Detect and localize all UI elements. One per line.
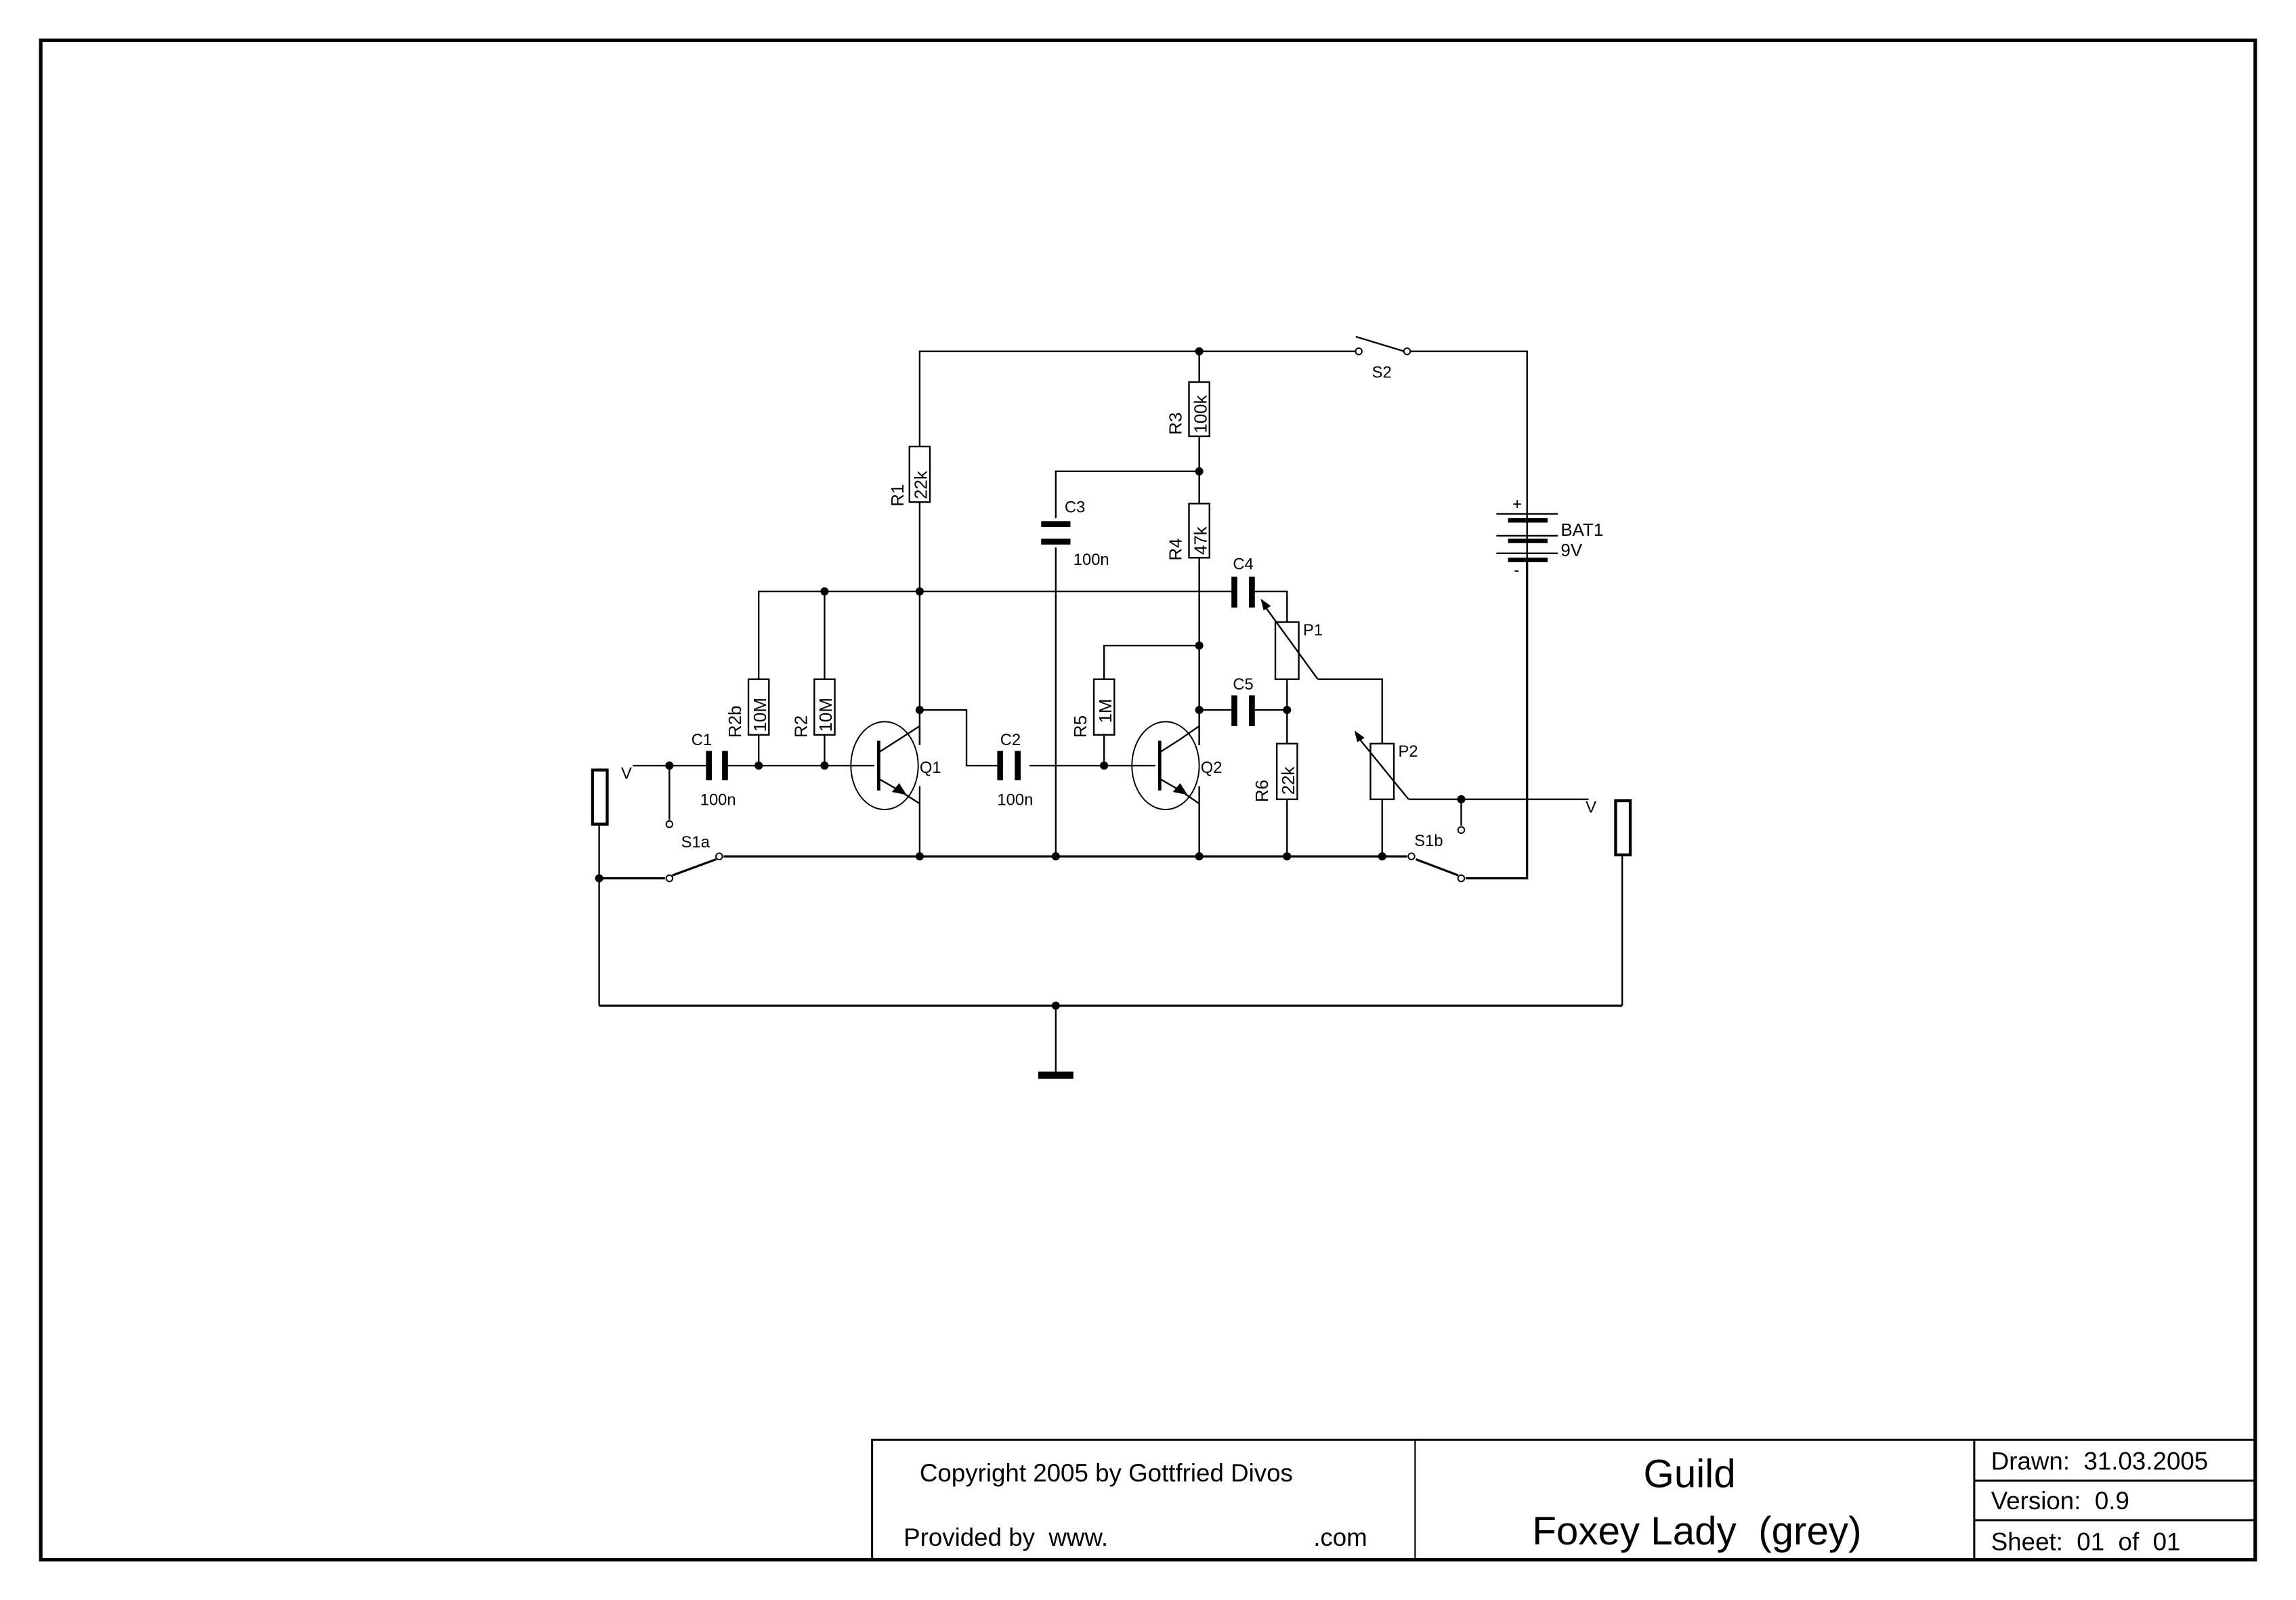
capacitor-c4[interactable]: C4 xyxy=(1231,555,1255,608)
r5-ref: R5 xyxy=(1071,715,1090,738)
c2-value: 100n xyxy=(997,791,1033,809)
input-jack[interactable]: V xyxy=(591,765,632,826)
switch-s1a[interactable]: S1a xyxy=(665,820,723,883)
resistor-r5[interactable]: 1M R5 xyxy=(1071,678,1115,738)
r2b-ref: R2b xyxy=(726,706,745,738)
drawn-date: Drawn: 31.03.2005 xyxy=(1991,1448,2208,1475)
c4-ref: C4 xyxy=(1233,555,1253,574)
wires xyxy=(598,335,1623,1074)
junction-dots xyxy=(595,347,1466,1010)
battery-ref: BAT1 xyxy=(1560,521,1603,540)
resistor-r4[interactable]: 47k R4 xyxy=(1167,503,1211,561)
c1-ref: C1 xyxy=(692,731,712,749)
r2b-value: 10M xyxy=(751,698,770,732)
transistor-q1[interactable]: Q1 xyxy=(850,721,941,811)
provided-by-suffix: .com xyxy=(1313,1523,1367,1551)
battery-minus: - xyxy=(1514,561,1519,579)
title-block: Copyright 2005 by Gottfried Divos Provid… xyxy=(871,1438,2256,1561)
capacitor-c2[interactable]: C2 100n xyxy=(997,731,1033,809)
q1-ref: Q1 xyxy=(920,759,941,777)
title-line-2: Foxey Lady (grey) xyxy=(1532,1509,1861,1553)
switch-s2[interactable]: S2 xyxy=(1355,347,1411,382)
r1-ref: R1 xyxy=(889,484,908,507)
r2-value: 10M xyxy=(817,698,836,732)
s1b-ref: S1b xyxy=(1414,832,1443,850)
resistor-r3[interactable]: 100k R3 xyxy=(1167,381,1211,438)
resistor-r6[interactable]: 22k R6 xyxy=(1253,742,1298,802)
c5-ref: C5 xyxy=(1233,675,1253,694)
capacitor-c5[interactable]: C5 xyxy=(1231,675,1255,726)
resistor-r2b[interactable]: 10M R2b xyxy=(726,678,770,738)
resistor-r2[interactable]: 10M R2 xyxy=(792,678,836,738)
r3-ref: R3 xyxy=(1167,413,1186,435)
title-line-1: Guild xyxy=(1643,1452,1735,1496)
sheet-number: Sheet: 01 of 01 xyxy=(1991,1528,2181,1556)
capacitor-c1[interactable]: C1 100n xyxy=(692,731,736,809)
r2-ref: R2 xyxy=(792,715,811,738)
r1-value: 22k xyxy=(912,471,931,499)
version-number: Version: 0.9 xyxy=(1991,1487,2129,1515)
c2-ref: C2 xyxy=(1000,731,1021,749)
s2-ref: S2 xyxy=(1372,364,1392,382)
copyright-text: Copyright 2005 by Gottfried Divos xyxy=(920,1459,1293,1487)
switch-s1b[interactable]: S1b xyxy=(1407,826,1466,883)
resistor-r1[interactable]: 22k R1 xyxy=(889,445,931,507)
c3-ref: C3 xyxy=(1065,498,1085,516)
battery-plus: + xyxy=(1512,495,1522,513)
battery-bat1[interactable]: + - BAT1 9V xyxy=(1496,495,1603,579)
r4-ref: R4 xyxy=(1167,539,1186,561)
p1-ref: P1 xyxy=(1303,621,1323,639)
transistor-q2[interactable]: Q2 xyxy=(1131,721,1223,811)
output-jack-mark: V xyxy=(1586,798,1596,816)
c3-value: 100n xyxy=(1073,551,1109,569)
r6-ref: R6 xyxy=(1253,780,1272,802)
r6-value: 22k xyxy=(1279,767,1298,795)
battery-value: 9V xyxy=(1560,541,1582,560)
provided-by-prefix: Provided by www. xyxy=(903,1523,1108,1551)
output-jack[interactable]: V xyxy=(1586,798,1632,857)
r5-value: 1M xyxy=(1097,699,1115,723)
potentiometer-p2[interactable]: P2 xyxy=(1354,730,1418,801)
p2-ref: P2 xyxy=(1399,742,1418,761)
c1-value: 100n xyxy=(700,791,736,809)
q2-ref: Q2 xyxy=(1201,759,1223,777)
ground-symbol xyxy=(1038,1071,1073,1079)
s1a-ref: S1a xyxy=(681,833,710,851)
r3-value: 100k xyxy=(1191,395,1210,433)
sheet-border xyxy=(39,38,2257,1562)
capacitor-c3[interactable]: C3 100n xyxy=(1041,498,1109,569)
input-jack-mark: V xyxy=(621,765,632,783)
potentiometer-p1[interactable]: P1 xyxy=(1260,598,1323,680)
r4-value: 47k xyxy=(1191,526,1210,555)
